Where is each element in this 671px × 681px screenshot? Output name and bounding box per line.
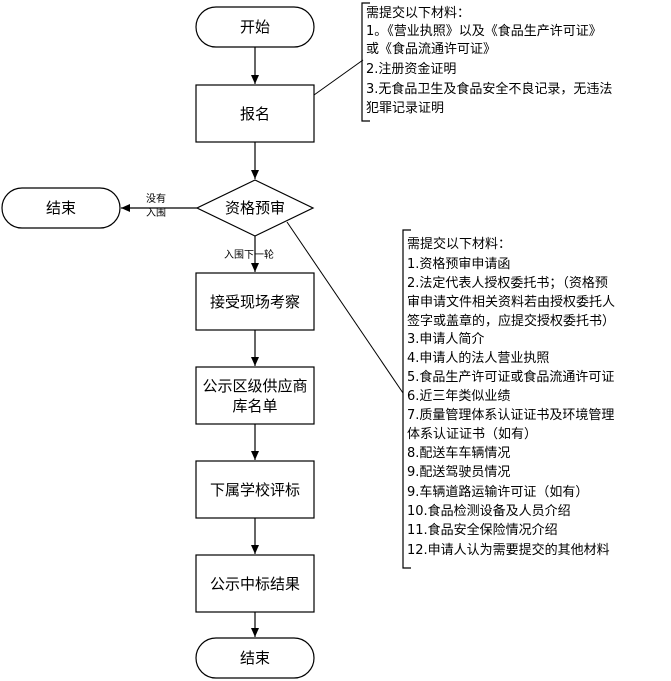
prequal-note-line: 11.食品安全保险情况介绍 bbox=[407, 522, 558, 538]
end-left-label: 结束 bbox=[46, 199, 76, 217]
end-bottom-node: 结束 bbox=[195, 637, 315, 679]
signup-note-line: 犯罪记录证明 bbox=[366, 101, 444, 116]
prequal-note-line: 5.食品生产许可证或食品流通许可证 bbox=[407, 369, 614, 385]
evaluate-label: 下属学校评标 bbox=[210, 481, 300, 499]
prequal-note-line: 签字或盖章的，应提交授权委托书） bbox=[407, 313, 615, 329]
prequal-note-line: 1.资格预审申请函 bbox=[407, 256, 510, 272]
prequal-note-line: 体系认证证书（如有） bbox=[407, 426, 537, 442]
prequal-note-line: 需提交以下材料： bbox=[407, 236, 511, 252]
evaluate-node: 下属学校评标 bbox=[195, 460, 315, 519]
signup-note-line: 需提交以下材料： bbox=[366, 5, 470, 21]
prequal-note-line: 6.近三年类似业绩 bbox=[407, 389, 510, 404]
prequal-node: 资格预审 bbox=[195, 179, 315, 237]
start-label: 开始 bbox=[240, 18, 270, 36]
publish-list-node: 公示区级供应商 库名单 bbox=[195, 366, 315, 425]
prequal-note-line: 10.食品检测设备及人员介绍 bbox=[407, 503, 571, 519]
prequal-note-line: 审申请文件相关资料若由授权委托人 bbox=[407, 294, 615, 310]
publish-list-label: 库名单 bbox=[232, 397, 277, 415]
publish-list-label: 公示区级供应商 bbox=[202, 377, 307, 395]
prequal-note-connector bbox=[286, 221, 404, 394]
signup-label: 报名 bbox=[240, 105, 270, 123]
next-round-label: 入围下一轮 bbox=[224, 248, 274, 261]
signup-note-line: 或《食品流通许可证》 bbox=[366, 41, 496, 57]
prequal-label: 资格预审 bbox=[225, 199, 285, 217]
signup-note-line: 2.注册资金证明 bbox=[366, 61, 456, 77]
inspect-node: 接受现场考察 bbox=[195, 272, 315, 331]
prequal-note-line: 9.配送驾驶员情况 bbox=[407, 465, 510, 480]
signup-note-line: 3.无食品卫生及食品安全不良记录，无违法 bbox=[366, 81, 612, 97]
signup-note: 需提交以下材料： 1。《营业执照》以及《食品生产许可证》 或《食品流通许可证》 … bbox=[361, 2, 612, 122]
prequal-note-line: 3.申请人简介 bbox=[407, 331, 484, 347]
prequal-note-line: 7.质量管理体系认证证书及环境管理 bbox=[407, 408, 614, 423]
prequal-note-line: 12.申请人认为需要提交的其他材料 bbox=[407, 542, 610, 558]
publish-result-node: 公示中标结果 bbox=[195, 554, 315, 613]
signup-note-line: 1。《营业执照》以及《食品生产许可证》 bbox=[366, 23, 602, 39]
start-node: 开始 bbox=[195, 6, 315, 48]
prequal-note-line: 4.申请人的法人营业执照 bbox=[407, 350, 549, 366]
prequal-note-line: 9.车辆道路运输许可证（如有） bbox=[407, 484, 588, 500]
prequal-note-line: 2.法定代表人授权委托书；（资格预 bbox=[407, 275, 608, 291]
end-left-node: 结束 bbox=[1, 187, 121, 229]
end-bottom-label: 结束 bbox=[240, 649, 270, 667]
publish-result-label: 公示中标结果 bbox=[210, 575, 300, 593]
inspect-label: 接受现场考察 bbox=[210, 293, 300, 311]
signup-node: 报名 bbox=[195, 84, 315, 143]
signup-note-connector bbox=[313, 59, 364, 96]
not-qualified-label: 没有 bbox=[146, 192, 166, 205]
prequal-note-line: 8.配送车车辆情况 bbox=[407, 445, 510, 461]
not-qualified-label: 入围 bbox=[146, 207, 166, 219]
prequal-note: 需提交以下材料： 1.资格预审申请函 2.法定代表人授权委托书；（资格预 审申请… bbox=[402, 229, 615, 569]
